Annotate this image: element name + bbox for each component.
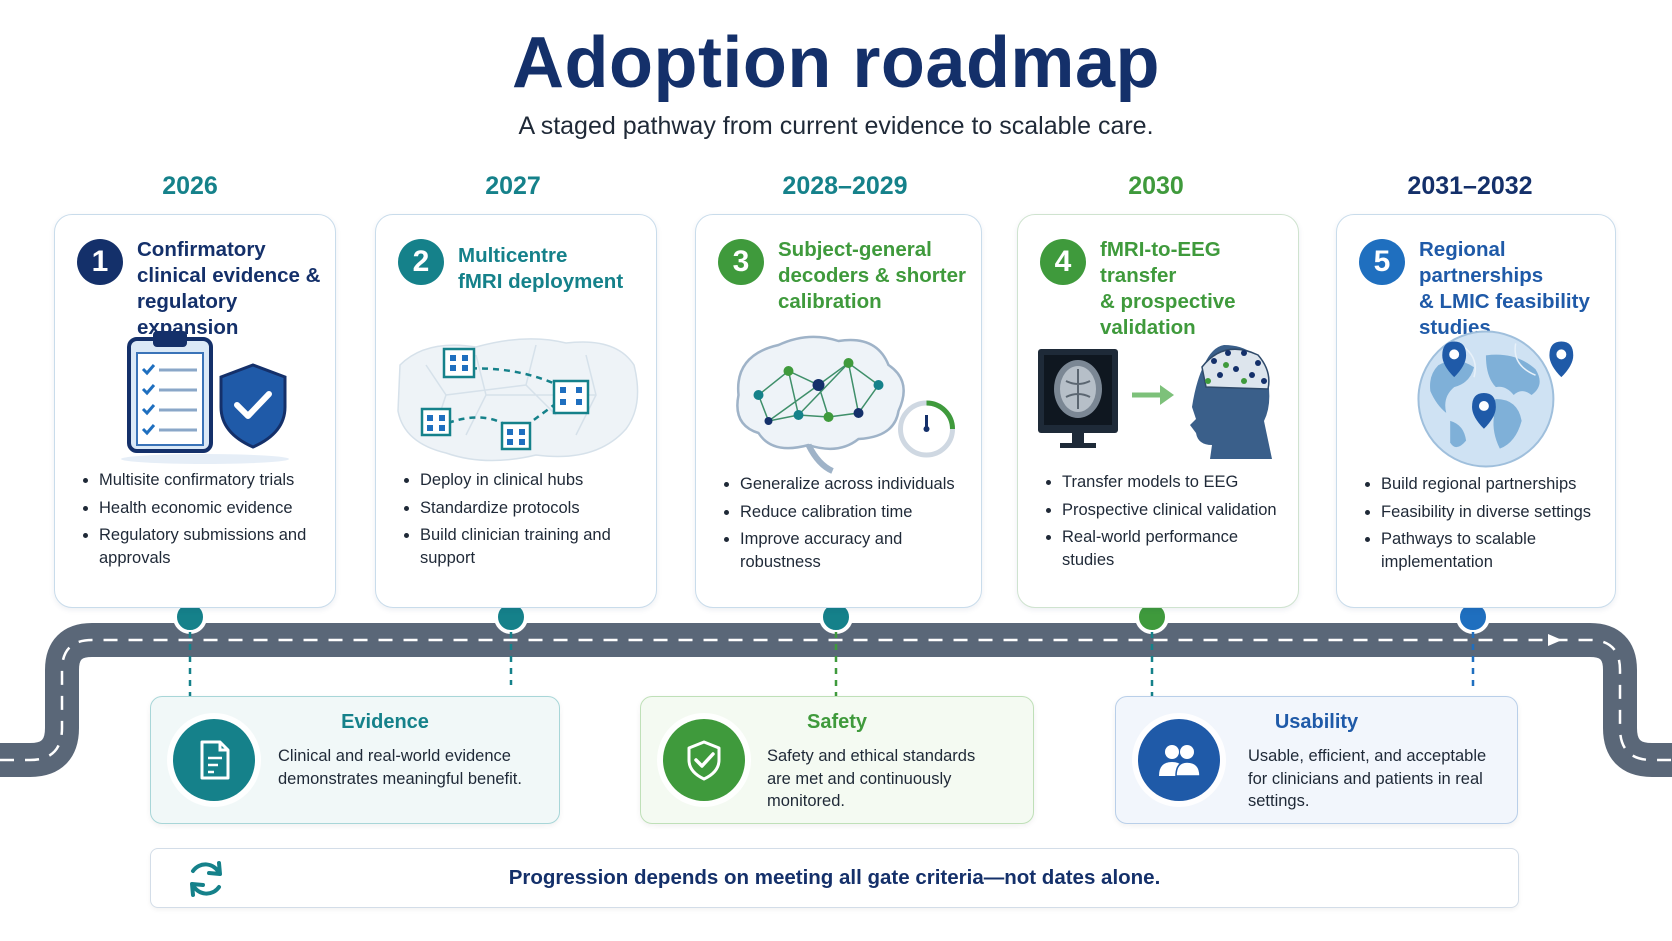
stage-5-year: 2031–2032 bbox=[1407, 172, 1533, 200]
hospital-network-map-icon bbox=[386, 325, 646, 475]
users-icon bbox=[1138, 719, 1220, 801]
list-item: Feasibility in diverse settings bbox=[1381, 501, 1605, 524]
list-item: Regulatory submissions and approvals bbox=[99, 524, 325, 569]
stage-4-bullets: Transfer models to EEG Prospective clini… bbox=[1046, 471, 1288, 576]
list-item: Real-world performance studies bbox=[1062, 526, 1288, 571]
stage-4-year: 2030 bbox=[1128, 172, 1184, 200]
stage-5-number: 5 bbox=[1359, 239, 1405, 285]
stage-card-3: 3 Subject-general decoders & shorter cal… bbox=[695, 214, 982, 608]
footer-note: Progression depends on meeting all gate … bbox=[150, 848, 1519, 908]
list-item: Health economic evidence bbox=[99, 497, 325, 520]
stage-2-number: 2 bbox=[398, 239, 444, 285]
globe-pins-icon bbox=[1347, 325, 1605, 475]
page-subtitle: A staged pathway from current evidence t… bbox=[518, 112, 1154, 140]
refresh-cycle-icon bbox=[185, 858, 227, 900]
gate-evidence-title: Evidence bbox=[341, 711, 429, 733]
stage-2-title: Multicentre fMRI deployment bbox=[458, 244, 624, 293]
stage-card-5: 5 Regional partnerships & LMIC feasibili… bbox=[1336, 214, 1616, 608]
road-arrow-icon bbox=[1548, 634, 1562, 646]
list-item: Build clinician training and support bbox=[420, 524, 646, 569]
list-item: Deploy in clinical hubs bbox=[420, 469, 646, 492]
stage-3-year: 2028–2029 bbox=[782, 172, 908, 200]
stage-3-bullets: Generalize across individuals Reduce cal… bbox=[724, 473, 971, 578]
stage-5-bullets: Build regional partnerships Feasibility … bbox=[1365, 473, 1605, 578]
page-title: Adoption roadmap bbox=[512, 23, 1160, 103]
list-item: Transfer models to EEG bbox=[1062, 471, 1288, 494]
stage-card-4: 4 fMRI-to-EEG transfer & prospective val… bbox=[1017, 214, 1299, 608]
stage-2-year: 2027 bbox=[485, 172, 541, 200]
list-item: Pathways to scalable implementation bbox=[1381, 528, 1605, 573]
stage-1-bullets: Multisite confirmatory trials Health eco… bbox=[83, 469, 325, 574]
footer-text: Progression depends on meeting all gate … bbox=[508, 866, 1161, 889]
list-item: Multisite confirmatory trials bbox=[99, 469, 325, 492]
list-item: Reduce calibration time bbox=[740, 501, 971, 524]
gate-usability-title: Usability bbox=[1274, 711, 1359, 733]
stage-card-2: 2 Multicentre fMRI deployment Deploy in … bbox=[375, 214, 657, 608]
list-item: Build regional partnerships bbox=[1381, 473, 1605, 496]
stage-3-title: Subject-general decoders & shorter calib… bbox=[778, 238, 966, 313]
stage-card-1: 1 Confirmatory clinical evidence & regul… bbox=[54, 214, 336, 608]
list-item: Improve accuracy and robustness bbox=[740, 528, 971, 573]
stage-4-number: 4 bbox=[1040, 239, 1086, 285]
stage-1-number: 1 bbox=[77, 239, 123, 285]
stage-4-title: fMRI-to-EEG transfer & prospective valid… bbox=[1100, 238, 1236, 339]
gate-safety: Safety Safety and ethical standards are … bbox=[640, 696, 1034, 824]
shield-check-icon bbox=[663, 719, 745, 801]
gate-usability: Usability Usable, efficient, and accepta… bbox=[1115, 696, 1518, 824]
gate-evidence-description: Clinical and real-world evidence demonst… bbox=[278, 747, 522, 788]
gate-safety-title: Safety bbox=[806, 711, 868, 733]
gate-usability-description: Usable, efficient, and acceptable for cl… bbox=[1248, 747, 1487, 810]
gate-evidence: Evidence Clinical and real-world evidenc… bbox=[150, 696, 560, 824]
stage-3-number: 3 bbox=[718, 239, 764, 285]
document-icon bbox=[173, 719, 255, 801]
road-dashes bbox=[0, 638, 1672, 762]
brain-network-gauge-icon bbox=[706, 325, 971, 475]
list-item: Generalize across individuals bbox=[740, 473, 971, 496]
stage-1-title: Confirmatory clinical evidence & regulat… bbox=[137, 238, 321, 339]
stage-2-bullets: Deploy in clinical hubs Standardize prot… bbox=[404, 469, 646, 574]
gate-safety-description: Safety and ethical standards are met and… bbox=[767, 747, 976, 810]
mri-to-eeg-cap-icon bbox=[1028, 325, 1288, 475]
list-item: Standardize protocols bbox=[420, 497, 646, 520]
clipboard-shield-icon bbox=[65, 325, 325, 475]
list-item: Prospective clinical validation bbox=[1062, 499, 1288, 522]
stage-1-year: 2026 bbox=[162, 172, 218, 200]
